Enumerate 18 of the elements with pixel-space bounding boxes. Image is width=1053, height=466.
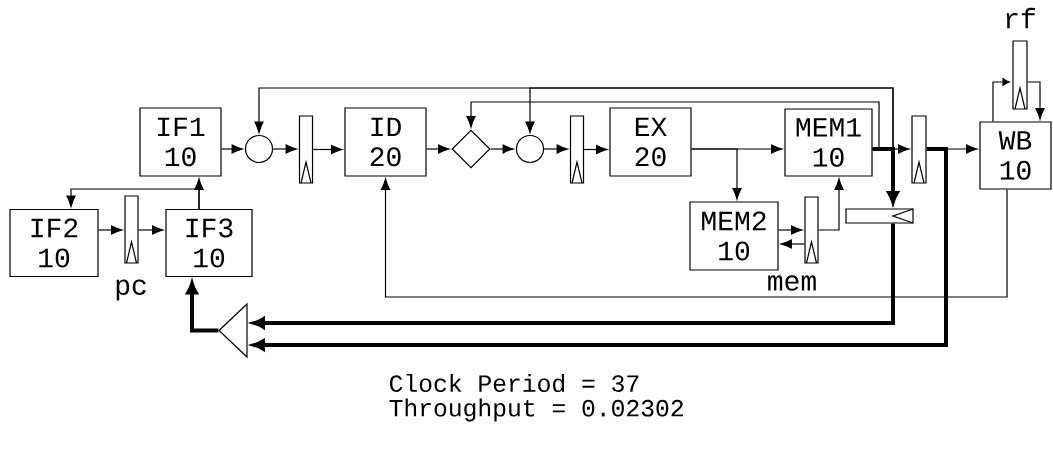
- arrow: [66, 188, 200, 210]
- result-text: Clock Period = 37: [389, 373, 639, 393]
- stage-box: IF3 10: [165, 208, 253, 278]
- stage-box: WB 10: [979, 121, 1052, 190]
- stage-box: IF2 10: [9, 208, 99, 278]
- arrow: [992, 78, 1010, 122]
- register: [124, 195, 139, 264]
- arrow: [221, 144, 244, 154]
- arrow: [138, 225, 164, 235]
- register-label: rf: [1006, 7, 1036, 29]
- register-label: pc: [116, 279, 146, 301]
- arrow: [525, 87, 894, 150]
- arrow: [1027, 81, 1045, 120]
- result-text: Throughput = 0.02302: [389, 398, 683, 422]
- register: [1012, 40, 1028, 110]
- stage-box: IF1 10: [139, 107, 222, 177]
- arrow: [466, 101, 880, 150]
- arrow: [98, 225, 123, 235]
